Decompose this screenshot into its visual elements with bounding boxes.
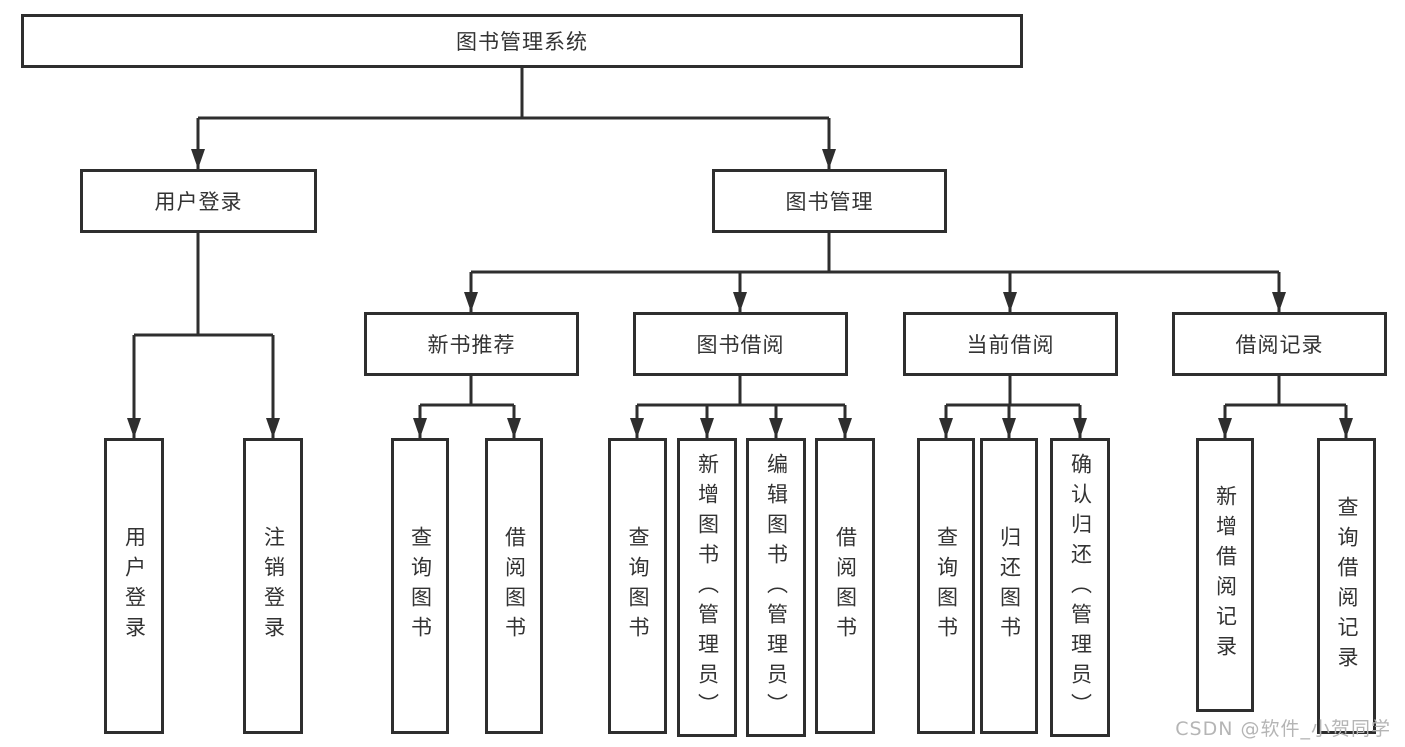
node-label: 新增图书（管理员） xyxy=(695,452,720,723)
leaf-current-return-books: 归还图书 xyxy=(980,438,1038,734)
node-label: 查询借阅记录 xyxy=(1335,496,1359,676)
leaf-borrowing-add-books-admin: 新增图书（管理员） xyxy=(677,438,737,737)
node-label: 编辑图书（管理员） xyxy=(764,452,789,723)
leaf-records-query-borrow-record: 查询借阅记录 xyxy=(1317,438,1376,734)
leaf-user-login: 用户登录 xyxy=(104,438,164,734)
leaf-borrowing-query-books: 查询图书 xyxy=(608,438,667,734)
node-label: 借阅图书 xyxy=(502,526,527,646)
node-borrowing-records: 借阅记录 xyxy=(1172,312,1387,376)
node-label: 新书推荐 xyxy=(427,333,516,357)
node-label: 查询图书 xyxy=(934,526,959,646)
leaf-current-query-books: 查询图书 xyxy=(917,438,975,734)
leaf-logout: 注销登录 xyxy=(243,438,303,734)
node-label: 借阅记录 xyxy=(1235,333,1324,357)
node-label: 借阅图书 xyxy=(833,526,858,646)
node-label: 确认归还（管理员） xyxy=(1068,452,1093,723)
leaf-newbook-borrow-books: 借阅图书 xyxy=(485,438,543,734)
leaf-records-add-borrow-record: 新增借阅记录 xyxy=(1196,438,1254,712)
connector-paths xyxy=(132,68,1348,438)
node-label: 查询图书 xyxy=(408,526,433,646)
leaf-newbook-query-books: 查询图书 xyxy=(391,438,449,734)
leaf-borrowing-edit-books-admin: 编辑图书（管理员） xyxy=(746,438,806,737)
leaf-borrowing-borrow-books: 借阅图书 xyxy=(815,438,875,734)
node-new-book-recommendation: 新书推荐 xyxy=(364,312,579,376)
node-label: 新增借阅记录 xyxy=(1213,485,1238,665)
node-label: 注销登录 xyxy=(261,526,286,646)
csdn-watermark: CSDN @软件_小贺同学 xyxy=(1175,718,1391,740)
node-label: 用户登录 xyxy=(122,526,147,646)
node-library-management-system: 图书管理系统 xyxy=(21,14,1023,68)
node-label: 用户登录 xyxy=(154,190,243,214)
node-label: 归还图书 xyxy=(997,526,1022,646)
node-label: 查询图书 xyxy=(626,526,650,646)
node-label: 当前借阅 xyxy=(966,333,1055,357)
node-label: 图书管理系统 xyxy=(456,30,588,54)
node-book-borrowing: 图书借阅 xyxy=(633,312,848,376)
node-label: 图书管理 xyxy=(785,190,874,214)
node-label: 图书借阅 xyxy=(696,333,785,357)
leaf-current-confirm-return-admin: 确认归还（管理员） xyxy=(1050,438,1110,737)
node-book-management: 图书管理 xyxy=(712,169,947,233)
node-user-login: 用户登录 xyxy=(80,169,317,233)
node-current-borrowing: 当前借阅 xyxy=(903,312,1118,376)
